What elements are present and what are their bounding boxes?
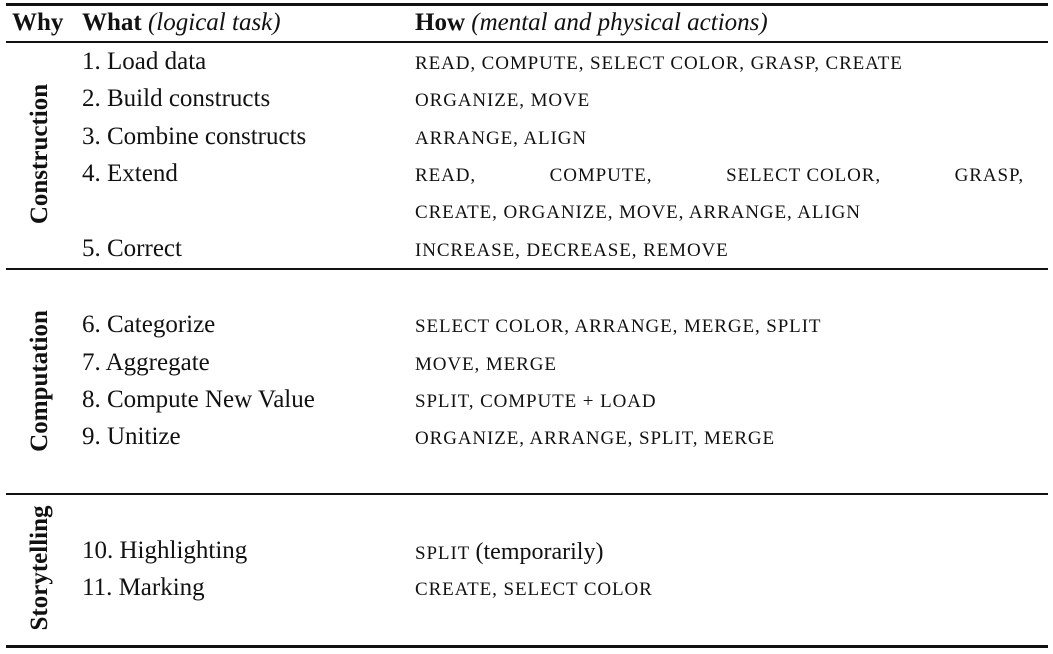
how-correct: INCREASE, DECREASE, REMOVE	[415, 240, 729, 261]
how-build-constructs: ORGANIZE, MOVE	[415, 90, 591, 111]
what-aggregate: 7. Aggregate	[82, 349, 210, 376]
what-marking: 11. Marking	[82, 574, 205, 601]
how-highlighting-actions: SPLIT	[415, 543, 470, 564]
section-divider-1	[6, 268, 1048, 270]
how-highlighting-note: (temporarily)	[475, 539, 604, 565]
how-categorize: SELECT COLOR, ARRANGE, MERGE, SPLIT	[415, 316, 822, 337]
what-compute-new-value: 8. Compute New Value	[82, 386, 315, 413]
how-compute-new-value: SPLIT, COMPUTE + LOAD	[415, 391, 657, 412]
what-extend: 4. Extend	[82, 160, 178, 187]
table-bottom-rule	[6, 645, 1048, 648]
header-rule	[6, 41, 1048, 43]
what-categorize: 6. Categorize	[82, 311, 216, 338]
what-highlighting: 10. Highlighting	[82, 537, 248, 564]
how-marking: CREATE, SELECT COLOR	[415, 579, 653, 600]
how-extend-line-1: READ, COMPUTE, SELECT COLOR, GRASP,	[415, 161, 1024, 191]
header-why: Why	[12, 9, 64, 36]
how-extend-line-2: CREATE, ORGANIZE, MOVE, ARRANGE, ALIGN	[415, 202, 861, 223]
what-build-constructs: 2. Build constructs	[82, 85, 271, 112]
what-correct: 5. Correct	[82, 235, 182, 262]
how-highlighting: SPLIT (temporarily)	[415, 537, 603, 569]
header-how: How (mental and physical actions)	[415, 9, 768, 36]
section-label-construction: Construction	[26, 83, 53, 225]
what-unitize: 9. Unitize	[82, 423, 181, 450]
section-divider-2	[6, 493, 1048, 495]
section-label-computation: Computation	[26, 310, 53, 452]
how-extend-token: READ,	[415, 165, 476, 186]
what-load-data: 1. Load data	[82, 48, 207, 75]
section-label-storytelling: Storytelling	[26, 505, 53, 631]
what-combine-constructs: 3. Combine constructs	[82, 123, 307, 150]
how-load-data: READ, COMPUTE, SELECT COLOR, GRASP, CREA…	[415, 53, 903, 74]
header-what: What (logical task)	[82, 9, 281, 36]
table-top-rule	[6, 3, 1048, 6]
how-extend-token: COMPUTE,	[549, 165, 653, 186]
how-aggregate: MOVE, MERGE	[415, 354, 557, 375]
how-extend-token: SELECT COLOR,	[726, 165, 881, 186]
how-extend-token: GRASP,	[954, 165, 1024, 186]
how-unitize: ORGANIZE, ARRANGE, SPLIT, MERGE	[415, 428, 776, 449]
how-combine-constructs: ARRANGE, ALIGN	[415, 128, 587, 149]
